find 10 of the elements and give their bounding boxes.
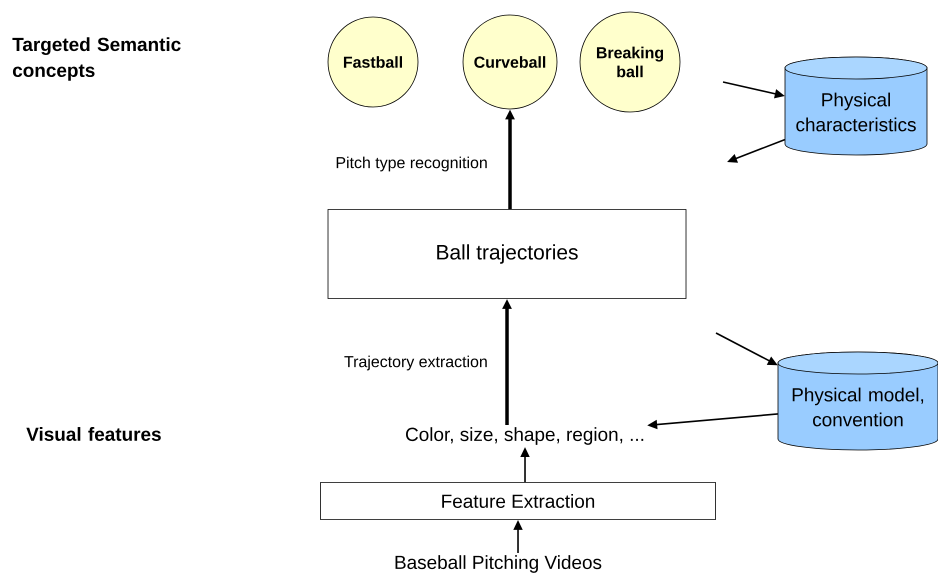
process-box: Feature Extraction [320,482,716,520]
edge-label: Trajectory extraction [343,354,489,372]
database-cylinder: Physical model, convention [778,352,938,450]
database-cylinder: Physical characteristics [784,56,928,156]
node-text: Color, size, shape, region, ... [406,427,644,445]
process-box: Ball trajectories [328,209,686,299]
side-heading: Visual features [26,427,161,441]
side-heading: Targeted Semantic concepts [12,37,181,81]
node-text: Baseball Pitching Videos [396,555,602,573]
edge-label: Pitch type recognition [334,156,489,172]
